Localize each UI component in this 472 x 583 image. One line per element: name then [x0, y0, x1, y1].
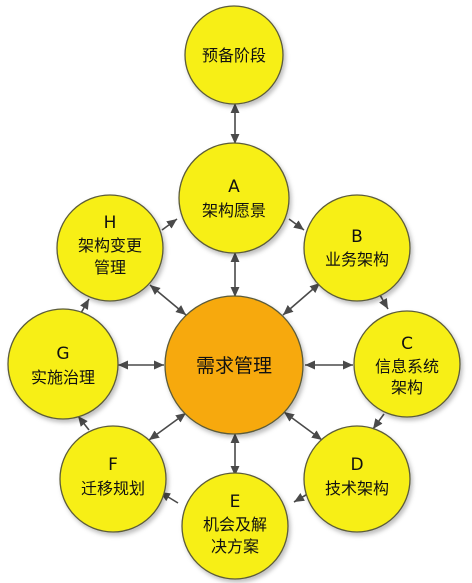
node-a-label: 架构愿景 — [202, 201, 266, 220]
node-e-circle — [181, 472, 289, 580]
node-center-circle — [164, 295, 304, 435]
node-b-circle — [303, 194, 411, 302]
node-e: E 机会及解 决方案 — [181, 472, 289, 580]
node-b-letter: B — [351, 227, 363, 247]
node-a-letter: A — [228, 177, 240, 197]
node-c-letter: C — [401, 334, 413, 354]
node-b: B 业务架构 — [303, 194, 411, 302]
connector-f-g — [77, 415, 90, 431]
node-h-label-line1: 架构变更 — [78, 236, 142, 255]
node-center-label: 需求管理 — [196, 355, 272, 377]
node-g-label: 实施治理 — [31, 368, 95, 387]
connector-d-center — [283, 411, 323, 441]
node-a-circle — [178, 142, 290, 254]
connector-a-b — [288, 218, 305, 231]
node-center: 需求管理 — [164, 295, 304, 435]
node-d-letter: D — [350, 455, 363, 475]
node-h-circle — [56, 194, 164, 302]
node-preliminary: 预备阶段 — [184, 5, 284, 105]
node-f-label: 迁移规划 — [81, 479, 145, 498]
connector-h-center — [149, 284, 187, 316]
node-h-letter: H — [104, 213, 117, 233]
node-b-label: 业务架构 — [325, 250, 389, 269]
node-c-label-line2: 架构 — [391, 378, 423, 397]
node-d: D 技术架构 — [303, 425, 411, 533]
node-c: C 信息系统 架构 — [353, 310, 461, 418]
node-preliminary-label: 预备阶段 — [202, 46, 266, 65]
node-e-letter: E — [230, 492, 241, 512]
node-h: H 架构变更 管理 — [56, 194, 164, 302]
connector-c-d — [372, 413, 385, 430]
node-c-circle — [353, 310, 461, 418]
connector-g-h — [80, 298, 90, 314]
node-g: G 实施治理 — [7, 308, 119, 420]
node-e-label-line1: 机会及解 — [203, 515, 267, 534]
node-f: F 迁移规划 — [59, 425, 167, 533]
node-preliminary-circle — [184, 5, 284, 105]
node-c-label-line1: 信息系统 — [375, 357, 439, 376]
node-g-letter: G — [56, 344, 69, 364]
node-d-label: 技术架构 — [325, 479, 389, 498]
node-g-circle — [7, 308, 119, 420]
node-h-label-line2: 管理 — [94, 258, 126, 277]
connector-h-a — [161, 218, 178, 231]
node-f-circle — [59, 425, 167, 533]
connector-f-center — [148, 412, 187, 441]
node-a: A 架构愿景 — [178, 142, 290, 254]
node-d-circle — [303, 425, 411, 533]
connector-b-center — [282, 282, 321, 316]
connector-b-c — [379, 294, 389, 310]
node-f-letter: F — [108, 455, 118, 475]
node-e-label-line2: 决方案 — [211, 537, 259, 556]
